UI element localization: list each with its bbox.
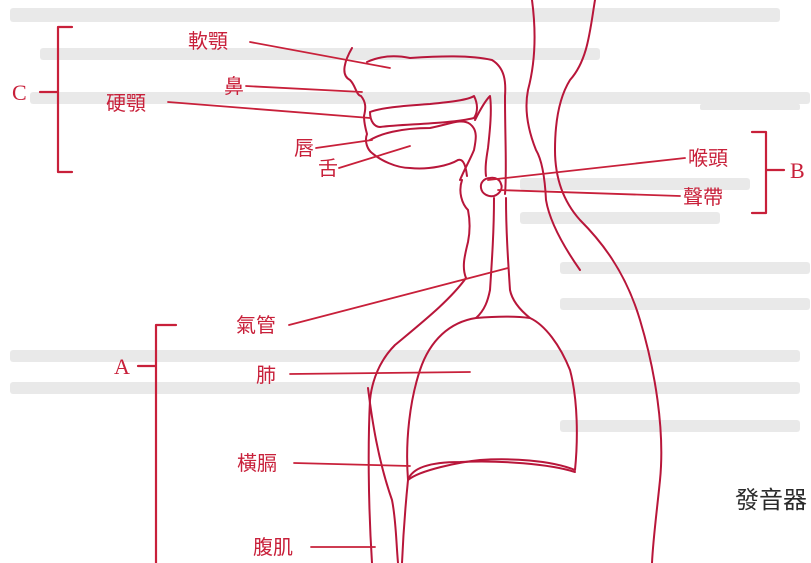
label-tongue: 舌 <box>318 156 338 180</box>
label-larynx: 喉頭 <box>688 146 728 170</box>
label-soft-palate: 軟顎 <box>188 29 228 53</box>
diaphragm-outline <box>408 461 575 480</box>
leader-tongue <box>339 146 410 168</box>
leader-trachea <box>289 268 508 325</box>
leader-nose <box>246 86 362 92</box>
tongue-outline <box>370 121 476 180</box>
label-nose: 鼻 <box>224 74 244 98</box>
label-abdominal-muscles: 腹肌 <box>253 535 293 559</box>
back-of-neck <box>526 0 580 270</box>
leader-hard-palate <box>168 102 370 118</box>
bracket-b <box>752 132 784 213</box>
label-hard-palate: 硬顎 <box>106 91 146 115</box>
trachea-left-wall <box>476 198 494 318</box>
vocal-cords-outline <box>481 178 502 196</box>
leader-larynx <box>488 158 685 180</box>
group-brackets <box>40 27 784 563</box>
face-profile-outline <box>344 48 467 176</box>
abdomen-front-line <box>402 480 408 563</box>
group-label-c: C <box>12 80 27 105</box>
throat-outline <box>369 278 466 563</box>
label-vocal-cords: 聲帶 <box>683 185 723 209</box>
figure-caption: 發音器 <box>735 486 807 514</box>
larynx-outline <box>460 180 469 278</box>
leader-vocal-cords <box>498 190 680 196</box>
label-lungs: 肺 <box>256 363 276 387</box>
leader-lungs <box>290 372 470 374</box>
leader-diaphragm <box>294 463 410 466</box>
group-label-b: B <box>790 158 805 183</box>
label-lips: 唇 <box>294 136 314 160</box>
upper-back-contour <box>555 0 661 563</box>
label-diaphragm: 橫膈 <box>237 451 277 475</box>
chest-front-line <box>368 388 398 563</box>
lung-outline <box>407 317 577 481</box>
anatomy-outline <box>344 0 661 563</box>
label-trachea: 氣管 <box>236 313 276 337</box>
leader-lips <box>316 140 372 148</box>
bleed-through-texture <box>10 8 810 432</box>
group-label-a: A <box>114 354 130 379</box>
